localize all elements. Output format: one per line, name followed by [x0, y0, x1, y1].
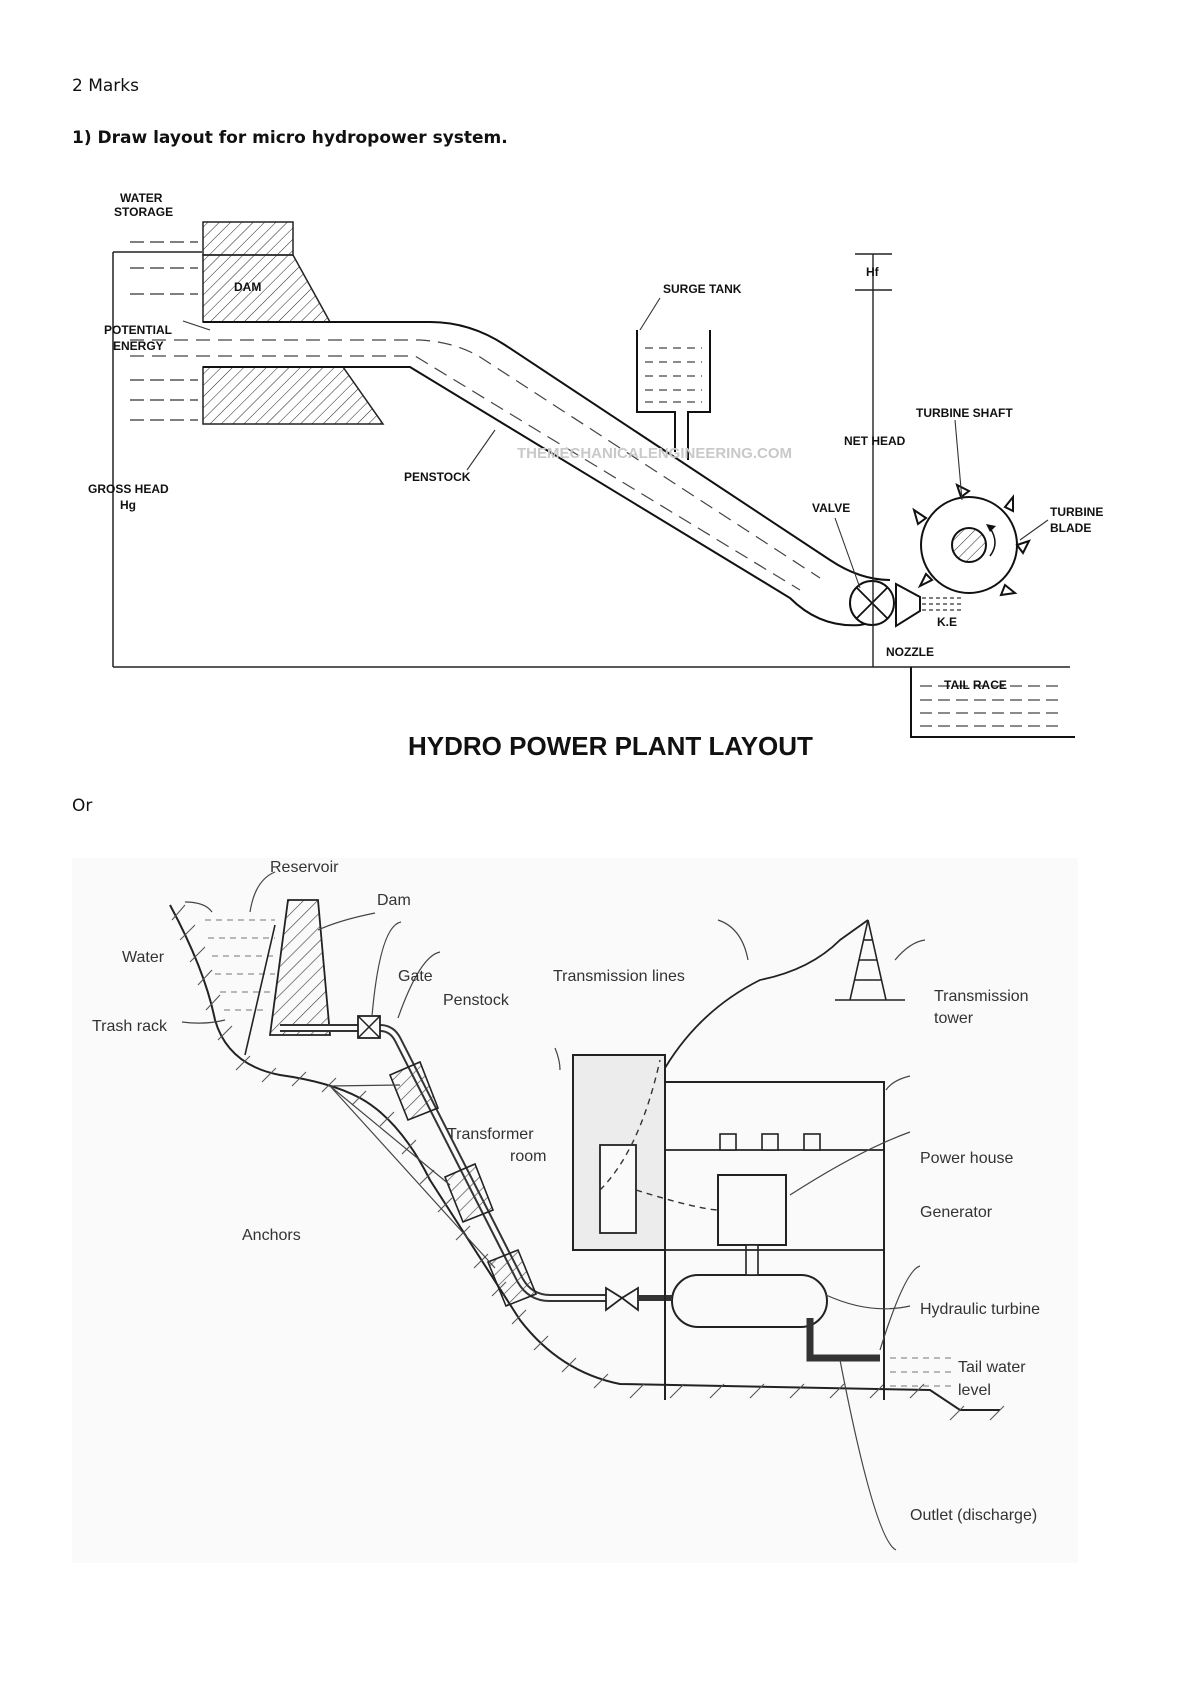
label-water: Water	[122, 949, 165, 966]
label-dam2: Dam	[377, 892, 411, 909]
label-ke: K.E	[937, 615, 957, 629]
anchor-3	[486, 1248, 538, 1308]
label-nozzle: NOZZLE	[886, 645, 934, 659]
label-potential-1: POTENTIAL	[104, 323, 172, 337]
label-penstock2: Penstock	[443, 992, 510, 1009]
turbine-shaft	[951, 527, 987, 563]
tail-race-basin	[910, 667, 1075, 738]
label-tail-water-2: level	[958, 1382, 991, 1399]
generator-box	[717, 1174, 787, 1246]
label-tail-water-1: Tail water	[958, 1359, 1026, 1376]
label-generator: Generator	[920, 1204, 993, 1221]
transmission-tower	[835, 919, 905, 1001]
label-gross-head-1: GROSS HEAD	[88, 482, 169, 496]
label-potential-2: ENERGY	[113, 339, 164, 353]
label-outlet: Outlet (discharge)	[910, 1507, 1037, 1524]
or-separator: Or	[72, 796, 93, 816]
label-surge-tank: SURGE TANK	[663, 282, 742, 296]
label-water-storage-1: WATER	[120, 191, 163, 205]
label-gate: Gate	[398, 968, 433, 985]
label-water-storage-2: STORAGE	[114, 205, 173, 219]
label-hf: Hf	[866, 265, 880, 279]
label-net-head: NET HEAD	[844, 434, 906, 448]
terrain-profile	[169, 904, 1000, 1411]
label-turbine-shaft: TURBINE SHAFT	[916, 406, 1013, 420]
surge-tank	[636, 330, 711, 460]
label-turbine-blade-1: TURBINE	[1050, 505, 1103, 519]
watermark: THEMECHANICALENGINEERING.COM	[517, 445, 792, 462]
label-trash-rack: Trash rack	[92, 1018, 168, 1035]
dam-body	[268, 899, 331, 1036]
nozzle-symbol	[895, 582, 921, 628]
dam-lower	[202, 366, 385, 425]
label-valve: VALVE	[812, 501, 850, 515]
hydro-layout-diagram: WATER STORAGE DAM POTENTIAL ENERGY GROSS…	[88, 191, 1103, 761]
penstock-pipe-bottom	[203, 366, 876, 627]
label-penstock: PENSTOCK	[404, 470, 471, 484]
label-dam: DAM	[234, 280, 261, 294]
turbine-blades	[912, 483, 1031, 597]
dam-top-block	[202, 221, 294, 256]
question-text: 1) Draw layout for micro hydropower syst…	[72, 128, 508, 148]
label-transmission-tower-1: Transmission	[934, 988, 1029, 1005]
label-transformer-room-2: room	[510, 1148, 546, 1165]
hill-line	[664, 919, 869, 1069]
heading-marks: 2 Marks	[72, 76, 139, 96]
label-gross-head-2: Hg	[120, 498, 136, 512]
label-anchors: Anchors	[242, 1227, 301, 1244]
label-transformer-room-1: Transformer	[447, 1126, 534, 1143]
diagram1-title: HYDRO POWER PLANT LAYOUT	[408, 731, 813, 761]
anchor-2	[443, 1162, 495, 1224]
label-power-house: Power house	[920, 1150, 1013, 1167]
hydro-plant-sectional-diagram: Reservoir Dam Water Trash rack Gate Pens…	[72, 858, 1078, 1563]
label-transmission-tower-2: tower	[934, 1010, 974, 1027]
label-transmission-lines: Transmission lines	[553, 968, 685, 985]
label-tail-race: TAIL RACE	[944, 678, 1007, 692]
dam-upper	[202, 254, 332, 323]
label-reservoir: Reservoir	[270, 859, 339, 876]
trash-rack	[244, 924, 276, 1056]
label-hydraulic-turbine: Hydraulic turbine	[920, 1301, 1040, 1318]
hydraulic-turbine-body	[671, 1274, 828, 1328]
label-turbine-blade-2: BLADE	[1050, 521, 1091, 535]
penstock-pipe-top	[203, 321, 891, 581]
anchor-1	[388, 1060, 440, 1122]
